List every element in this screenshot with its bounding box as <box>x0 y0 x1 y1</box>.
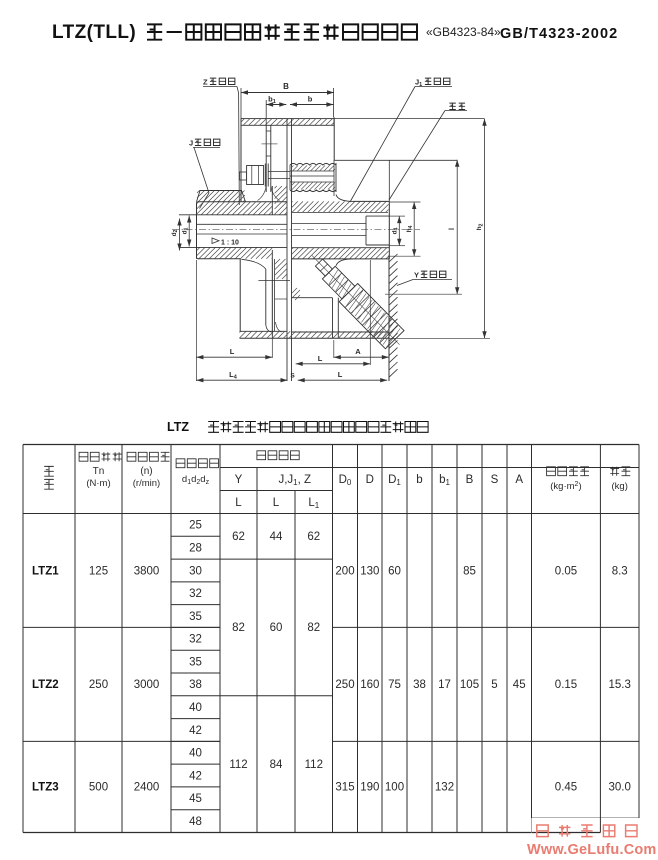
svg-text:105: 105 <box>460 679 479 691</box>
svg-text:LTZ(TLL): LTZ(TLL) <box>52 22 136 43</box>
svg-text:82: 82 <box>307 622 320 634</box>
svg-text:25: 25 <box>189 520 202 532</box>
svg-text:Tn: Tn <box>93 466 105 477</box>
svg-text:60: 60 <box>388 565 401 577</box>
svg-text:75: 75 <box>388 679 401 691</box>
svg-text:L1: L1 <box>308 497 319 510</box>
svg-text:b: b <box>416 474 422 486</box>
svg-text:S: S <box>290 373 295 380</box>
svg-text:38: 38 <box>413 679 426 691</box>
svg-text:b1: b1 <box>439 474 450 487</box>
svg-text:84: 84 <box>270 759 283 771</box>
svg-text:L: L <box>318 354 323 363</box>
svg-text:82: 82 <box>232 622 245 634</box>
svg-text:GB/T4323-2002: GB/T4323-2002 <box>500 26 618 42</box>
svg-text:L: L <box>338 370 343 379</box>
svg-text:L: L <box>273 497 280 509</box>
svg-text:S: S <box>491 474 499 486</box>
svg-text:L: L <box>235 497 242 509</box>
svg-text:160: 160 <box>360 679 379 691</box>
svg-text:LTZ: LTZ <box>167 420 189 434</box>
svg-text:Www.GeLufu.Com: Www.GeLufu.Com <box>527 842 657 858</box>
svg-text:44: 44 <box>270 531 283 543</box>
svg-text:(r/min): (r/min) <box>133 478 160 489</box>
svg-text:60: 60 <box>270 622 283 634</box>
svg-text:30.0: 30.0 <box>609 782 631 794</box>
svg-text:45: 45 <box>513 679 526 691</box>
svg-text:28: 28 <box>189 543 202 555</box>
svg-text:17: 17 <box>438 679 451 691</box>
svg-text:132: 132 <box>435 782 454 794</box>
svg-text:0.15: 0.15 <box>555 679 577 691</box>
svg-text:250: 250 <box>335 679 354 691</box>
svg-text:A: A <box>515 474 523 486</box>
svg-text:L: L <box>230 347 235 356</box>
svg-text:35: 35 <box>189 611 202 623</box>
svg-text:LTZ2: LTZ2 <box>32 679 59 691</box>
svg-text:(N·m): (N·m) <box>86 478 110 489</box>
svg-text:h2: h2 <box>476 223 484 230</box>
svg-text:315: 315 <box>335 782 354 794</box>
svg-text:«GB4323-84»: «GB4323-84» <box>426 25 501 39</box>
svg-text:B: B <box>466 474 474 486</box>
svg-text:85: 85 <box>463 565 476 577</box>
svg-text:D: D <box>366 474 374 486</box>
svg-text:130: 130 <box>360 565 379 577</box>
svg-text:d4: d4 <box>391 227 399 234</box>
svg-text:LTZ1: LTZ1 <box>32 565 59 577</box>
svg-text:500: 500 <box>89 782 108 794</box>
svg-text:45: 45 <box>189 793 202 805</box>
svg-text:D0: D0 <box>339 474 352 487</box>
svg-text:d1: d1 <box>182 227 190 234</box>
svg-text:J: J <box>189 139 193 148</box>
svg-text:(n): (n) <box>140 466 152 477</box>
svg-text:d2: d2 <box>171 229 179 236</box>
svg-text:100: 100 <box>385 782 404 794</box>
svg-text:32: 32 <box>189 634 202 646</box>
svg-text:Y: Y <box>414 271 419 280</box>
svg-text:3800: 3800 <box>134 565 160 577</box>
svg-text:0.05: 0.05 <box>555 565 577 577</box>
svg-text:LTZ3: LTZ3 <box>32 782 59 794</box>
svg-text:L4: L4 <box>229 370 238 381</box>
svg-text:5: 5 <box>491 679 497 691</box>
svg-text:62: 62 <box>307 531 320 543</box>
svg-text:112: 112 <box>305 759 323 771</box>
svg-text:b1: b1 <box>268 95 276 106</box>
svg-text:3000: 3000 <box>134 679 160 691</box>
svg-text:40: 40 <box>189 702 202 714</box>
svg-text:h4: h4 <box>406 225 414 232</box>
svg-text:30: 30 <box>189 565 202 577</box>
svg-text:d1d2dz: d1d2dz <box>182 474 210 486</box>
svg-text:(kg·m2): (kg·m2) <box>550 481 581 492</box>
svg-text:A: A <box>355 347 361 356</box>
svg-text:40: 40 <box>189 748 202 760</box>
svg-text:J,J1, Z: J,J1, Z <box>278 474 311 487</box>
svg-text:190: 190 <box>360 782 379 794</box>
svg-text:125: 125 <box>89 565 108 577</box>
svg-text:0.45: 0.45 <box>555 782 577 794</box>
svg-text:J1: J1 <box>415 78 422 89</box>
svg-text:112: 112 <box>229 759 247 771</box>
svg-text:48: 48 <box>189 816 202 828</box>
svg-text:38: 38 <box>189 679 202 691</box>
svg-text:42: 42 <box>189 725 202 737</box>
svg-text:2400: 2400 <box>134 782 160 794</box>
svg-text:1 : 10: 1 : 10 <box>221 240 239 247</box>
svg-text:(kg): (kg) <box>612 481 628 492</box>
svg-text:B: B <box>283 82 289 91</box>
svg-text:42: 42 <box>189 770 202 782</box>
svg-text:l: l <box>449 228 456 230</box>
svg-text:35: 35 <box>189 656 202 668</box>
svg-text:200: 200 <box>335 565 354 577</box>
svg-text:15.3: 15.3 <box>609 679 631 691</box>
svg-text:Z: Z <box>203 78 208 87</box>
svg-text:8.3: 8.3 <box>612 565 628 577</box>
svg-text:Y: Y <box>235 474 243 486</box>
svg-text:32: 32 <box>189 588 202 600</box>
svg-text:b: b <box>308 95 313 104</box>
svg-text:62: 62 <box>232 531 245 543</box>
svg-text:250: 250 <box>89 679 108 691</box>
svg-text:D1: D1 <box>388 474 401 487</box>
